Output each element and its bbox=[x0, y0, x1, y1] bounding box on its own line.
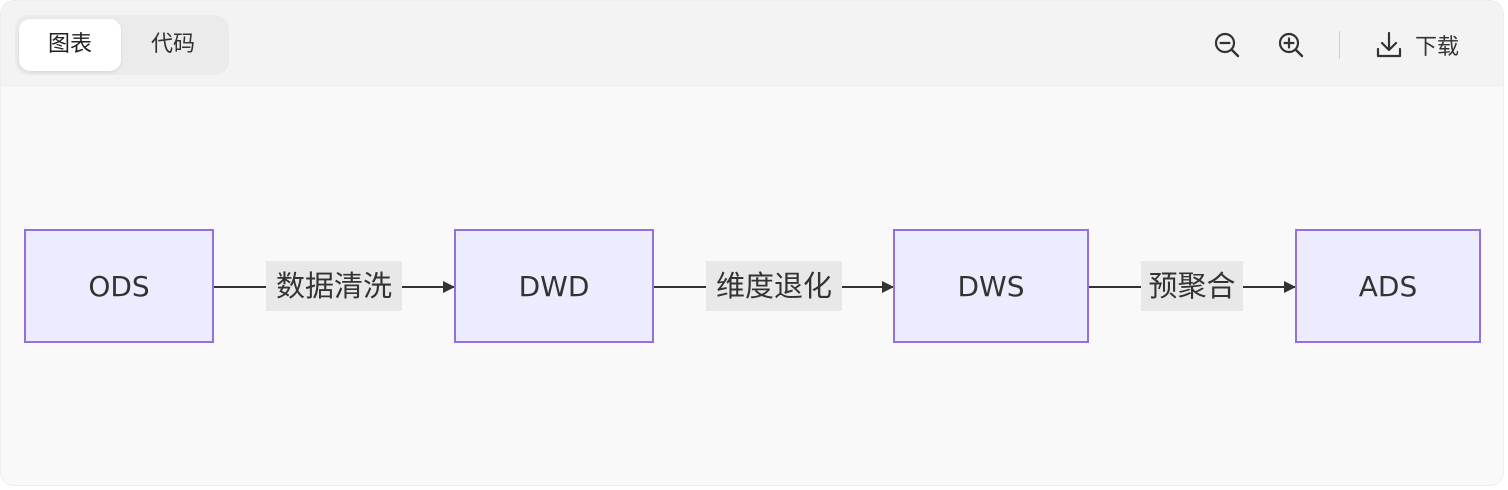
tab-code[interactable]: 代码 bbox=[150, 32, 195, 57]
edge-label-dimension-degeneration: 维度退化 bbox=[706, 261, 842, 311]
view-tabs: 图表 代码 bbox=[15, 15, 229, 75]
download-button[interactable]: 下载 bbox=[1371, 25, 1459, 65]
zoom-out-button[interactable] bbox=[1207, 25, 1247, 65]
toolbar-divider bbox=[1339, 31, 1340, 59]
node-dwd[interactable]: DWD bbox=[454, 229, 654, 343]
tab-chart[interactable]: 图表 bbox=[19, 19, 121, 71]
node-dws[interactable]: DWS bbox=[893, 229, 1089, 343]
edge-label-data-cleaning: 数据清洗 bbox=[266, 261, 402, 311]
edge-label-pre-aggregation: 预聚合 bbox=[1141, 261, 1243, 311]
zoom-out-icon bbox=[1214, 32, 1240, 58]
toolbar: 图表 代码 下载 bbox=[1, 1, 1503, 87]
node-ads[interactable]: ADS bbox=[1295, 229, 1481, 343]
diagram-canvas: 数据清洗 维度退化 预聚合 ODS DWD DWS ADS bbox=[1, 87, 1503, 485]
zoom-in-button[interactable] bbox=[1271, 25, 1311, 65]
zoom-in-icon bbox=[1278, 32, 1304, 58]
download-label: 下载 bbox=[1415, 35, 1460, 60]
download-icon bbox=[1376, 31, 1402, 58]
node-ods[interactable]: ODS bbox=[24, 229, 214, 343]
